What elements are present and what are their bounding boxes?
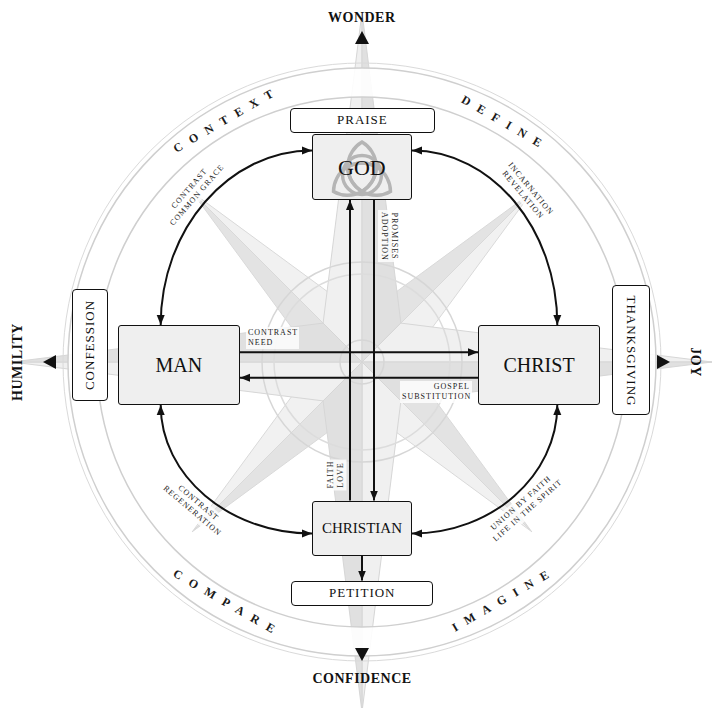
connector <box>240 377 478 379</box>
god-box: GOD <box>312 134 412 200</box>
connector <box>161 151 312 326</box>
connector-label: UNION BY FAITH LIFE IN THE SPIRIT <box>482 467 568 546</box>
compass-ring <box>63 63 661 661</box>
connector-label: CONTRAST NEED <box>246 327 299 349</box>
connector <box>412 151 557 326</box>
prayer-box: THANKSGIVING <box>612 285 650 415</box>
connector-label: PROMISES ADOPTION <box>378 210 400 262</box>
prayer-box: CONFESSION <box>72 289 108 401</box>
connector <box>361 556 363 581</box>
box-label: MAN <box>156 354 203 377</box>
ring-word: IMAGINE <box>442 564 559 640</box>
box-label: THANKSGIVING <box>624 295 639 406</box>
compass-ring <box>68 68 656 656</box>
concept-box: CHRISTIAN <box>312 501 412 556</box>
text-group: CONFESSION <box>83 299 98 390</box>
compass-ring <box>274 274 450 450</box>
box-label: GOD <box>338 155 386 180</box>
ring-word: CONTEXT <box>163 83 284 161</box>
connector <box>373 200 375 501</box>
compass-ring <box>262 262 462 462</box>
compass-ring <box>63 63 661 661</box>
text-group: MAN <box>156 354 203 377</box>
prayer-box: PETITION <box>291 581 433 606</box>
box-label: PRAISE <box>337 113 388 128</box>
box-label: CONFESSION <box>83 299 98 389</box>
triquetra-icon <box>326 142 397 199</box>
connector-label: GOSPEL SUBSTITUTION <box>400 381 472 403</box>
text-group: THANKSGIVING <box>624 294 639 406</box>
compass-ring <box>83 83 642 642</box>
connector <box>349 200 351 501</box>
box-label: CHRISTIAN <box>322 520 402 537</box>
compass-ring <box>97 97 627 627</box>
connector-label: CONTRAST REGENERATION <box>159 474 231 540</box>
text-group: PETITION <box>328 586 396 601</box>
connector-label: INCARNATION REVELATION <box>496 159 557 226</box>
connector <box>161 405 312 534</box>
box-label: CHRIST <box>504 354 575 377</box>
text-group: PRAISE <box>336 113 388 128</box>
box-label: PETITION <box>329 586 396 601</box>
text-group: CHRIST <box>504 354 575 377</box>
prayer-box: PRAISE <box>290 108 435 133</box>
ring-word: COMPARE <box>162 563 284 642</box>
compass-main-star <box>12 12 712 708</box>
direction-arrowhead <box>657 355 670 369</box>
direction-arrowhead <box>355 648 369 661</box>
connector <box>412 405 557 534</box>
text-group: GOD <box>338 155 386 180</box>
concept-box: MAN <box>118 325 240 405</box>
connector-label: CONTRAST COMMON GRACE <box>158 153 229 230</box>
direction-arrowhead <box>43 355 56 369</box>
direction-label: CONFIDENCE <box>313 671 412 687</box>
ring-word: DEFINE <box>450 89 551 155</box>
connector <box>240 351 478 353</box>
concept-box: CHRIST <box>478 325 600 405</box>
direction-arrowhead <box>43 31 670 661</box>
direction-label: HUMILITY <box>10 323 26 401</box>
direction-arrowhead <box>355 31 369 44</box>
direction-label: WONDER <box>328 10 396 26</box>
direction-label: JOY <box>687 347 703 377</box>
text-group: CHRISTIAN <box>322 520 402 537</box>
connector-label: FAITH LOVE <box>324 460 346 491</box>
